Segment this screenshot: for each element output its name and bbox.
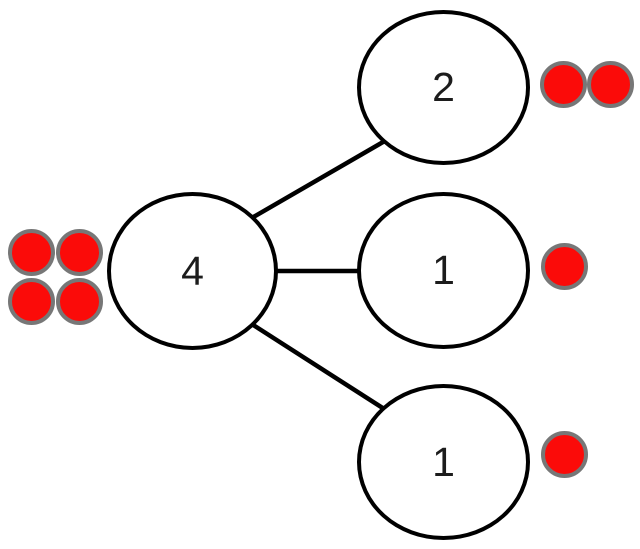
node-circle-middle: 1 <box>357 192 530 349</box>
counter-dot <box>56 229 103 276</box>
node-value-middle: 1 <box>432 247 455 293</box>
node-circle-root: 4 <box>107 192 278 350</box>
node-circle-top: 2 <box>357 10 530 165</box>
counter-dot <box>541 243 588 290</box>
node-value-bottom: 1 <box>432 438 455 485</box>
counter-dot <box>587 61 634 108</box>
counter-dot <box>8 229 55 276</box>
edge-root-bottom <box>244 318 395 417</box>
dot-group-bottom <box>541 431 588 478</box>
node-value-root: 4 <box>181 247 204 294</box>
dot-group-middle <box>541 243 588 290</box>
node-value-top: 2 <box>432 64 455 110</box>
edge-root-top <box>247 135 393 222</box>
dot-group-root <box>8 229 104 325</box>
counter-dot <box>540 61 587 108</box>
counter-dot <box>56 278 103 325</box>
counter-dot <box>541 431 588 478</box>
counter-dot <box>8 278 55 325</box>
node-circle-bottom: 1 <box>357 384 530 540</box>
dot-group-top <box>540 61 635 108</box>
